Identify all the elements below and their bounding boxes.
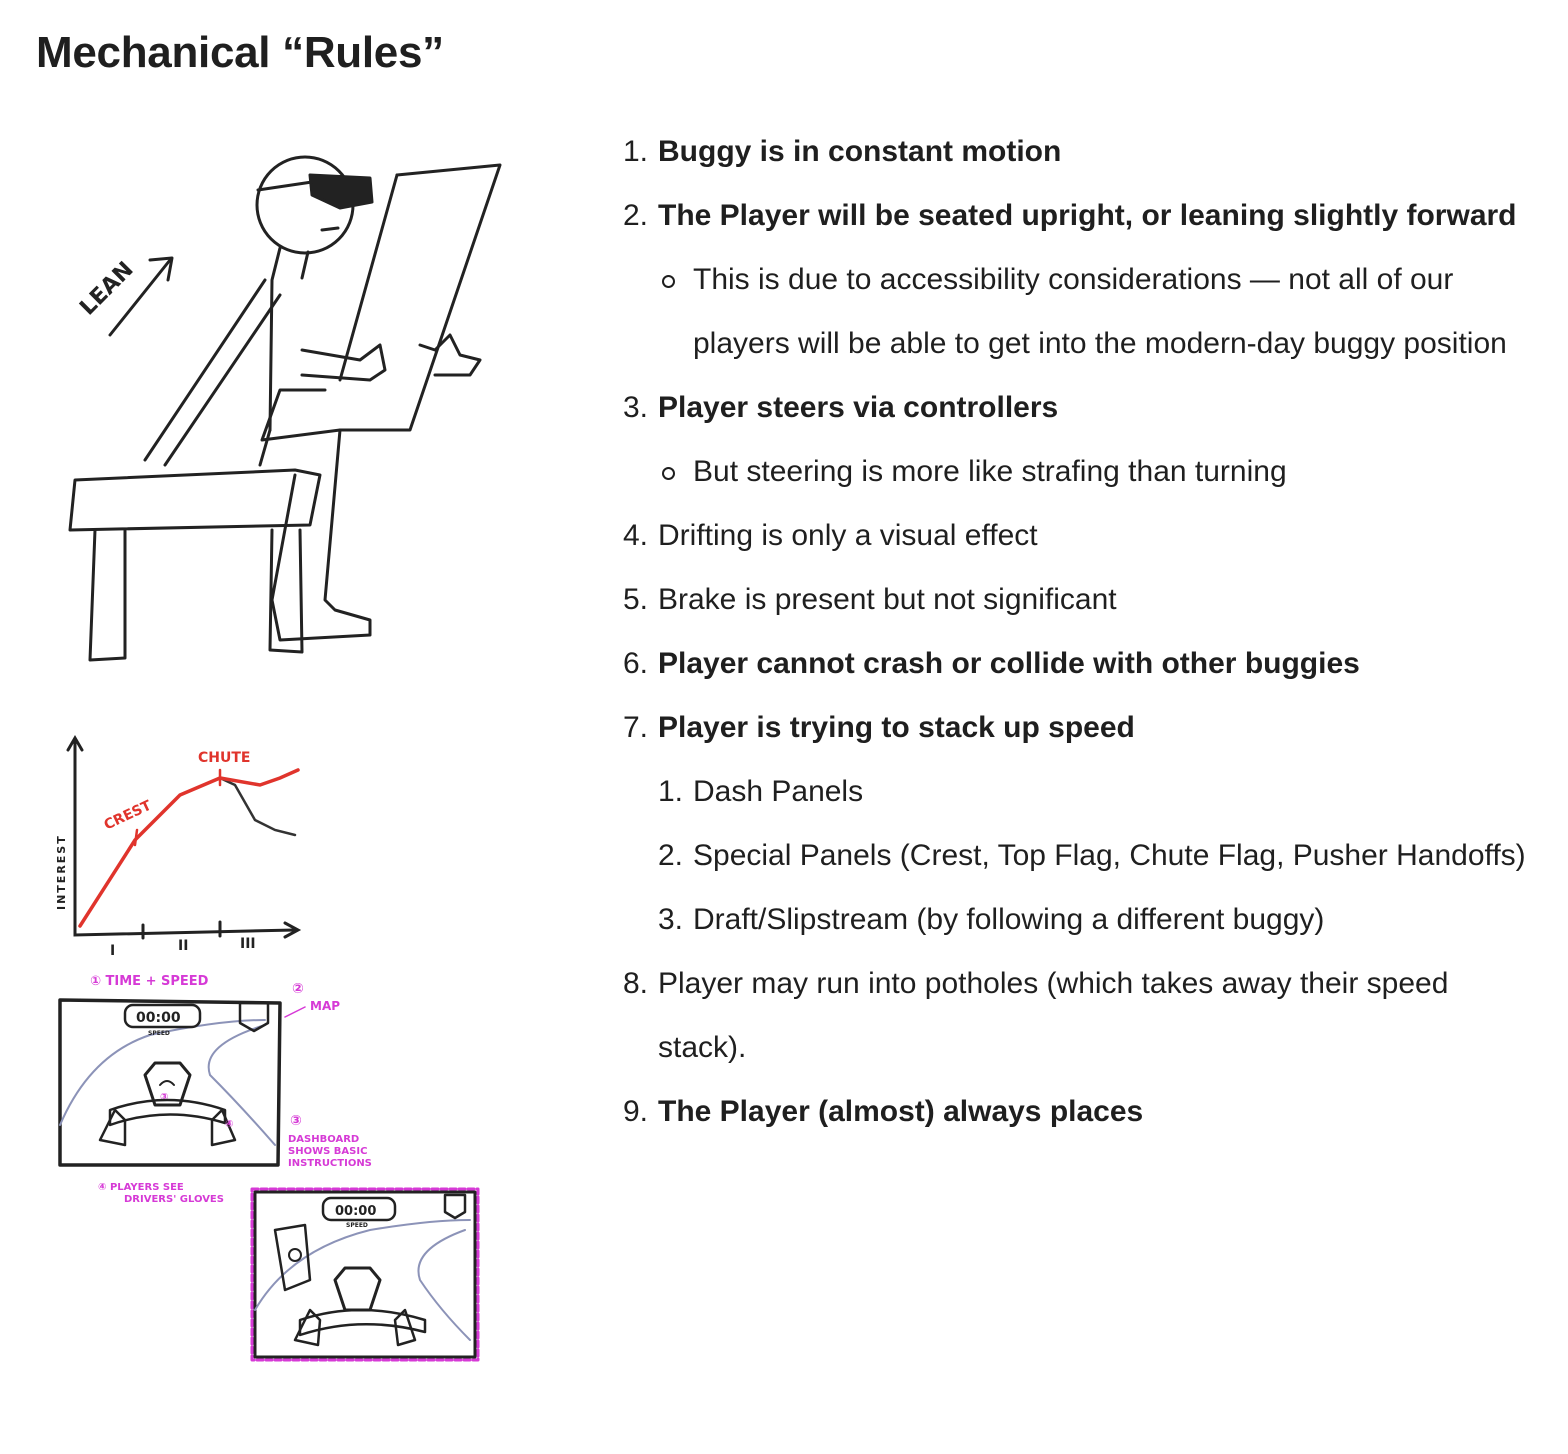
rule-8: 8. Player may run into potholes (which t…	[623, 952, 1533, 1080]
note-gloves-1: ④ PLAYERS SEE	[98, 1182, 184, 1193]
subitem-number: 2.	[658, 839, 684, 872]
subitem: 1. Dash Panels	[658, 760, 1533, 824]
interest-graph-sketch: CREST CHUTE INTEREST I II III	[55, 735, 302, 959]
rule-number: 8.	[623, 967, 649, 1000]
note-dashboard-2: SHOWS BASIC	[288, 1146, 367, 1157]
note-map: MAP	[310, 999, 340, 1013]
x-tick-2: II	[178, 938, 188, 954]
rule-number: 7.	[623, 711, 649, 744]
bullet-item: But steering is more like strafing than …	[658, 440, 1533, 504]
rule-number: 9.	[623, 1095, 649, 1128]
rule-7: 7. Player is trying to stack up speed 1.…	[623, 696, 1533, 952]
rule-number: 2.	[623, 199, 649, 232]
x-tick-3: III	[240, 936, 256, 952]
circle-bullet-icon	[662, 275, 675, 288]
chute-label: CHUTE	[198, 750, 250, 766]
rule-number: 5.	[623, 583, 649, 616]
rule-text: Player cannot crash or collide with othe…	[658, 647, 1360, 680]
rule-number: 4.	[623, 519, 649, 552]
dash2-timer: 00:00	[335, 1204, 376, 1219]
steering-wheel	[143, 1061, 192, 1107]
left-glove	[98, 1108, 127, 1147]
subitem: 2. Special Panels (Crest, Top Flag, Chut…	[658, 824, 1533, 888]
subitem-text: Special Panels (Crest, Top Flag, Chute F…	[693, 839, 1526, 872]
subitem-text: Draft/Slipstream (by following a differe…	[693, 903, 1325, 936]
rule-number: 6.	[623, 647, 649, 680]
rule-text: Player may run into potholes (which take…	[658, 967, 1449, 1064]
glove-number: ④	[225, 1119, 233, 1130]
bullet-item: This is due to accessibility considerati…	[658, 248, 1533, 376]
driver-figure	[273, 1223, 312, 1292]
rule-9: 9. The Player (almost) always places	[623, 1080, 1533, 1144]
page-title: Mechanical “Rules”	[36, 28, 444, 77]
rule-text: The Player (almost) always places	[658, 1095, 1144, 1128]
magenta-frame	[250, 1187, 480, 1362]
rule-number: 3.	[623, 391, 649, 424]
interest-axis-label: INTEREST	[55, 834, 68, 910]
rules-list: 1. Buggy is in constant motion 2. The Pl…	[623, 120, 1533, 1144]
rule-6: 6. Player cannot crash or collide with o…	[623, 632, 1533, 696]
note-gloves-2: DRIVERS' GLOVES	[124, 1194, 224, 1205]
vr-headset	[308, 173, 374, 210]
note-dashboard-number: ③	[290, 1113, 302, 1129]
rule-2: 2. The Player will be seated upright, or…	[623, 184, 1533, 376]
wheel-number: ③	[160, 1092, 168, 1103]
rule-text: Player steers via controllers	[658, 391, 1059, 424]
rule-7-subitems: 1. Dash Panels 2. Special Panels (Crest,…	[658, 760, 1533, 952]
dashboard-view-sketch: ① TIME + SPEED 00:00 SPEED ③ ④ ② MAP ③ D…	[58, 974, 372, 1205]
map-icon	[238, 1001, 270, 1033]
rule-3-bullets: But steering is more like strafing than …	[658, 440, 1533, 504]
circle-bullet-icon	[662, 467, 675, 480]
subitem-text: Dash Panels	[693, 775, 864, 808]
dash-speed-label: SPEED	[148, 1030, 170, 1037]
rule-number: 1.	[623, 135, 649, 168]
note-dashboard-3: INSTRUCTIONS	[288, 1158, 372, 1169]
note-time-speed: ① TIME + SPEED	[90, 974, 209, 989]
dashboard-driver-sketch: 00:00 SPEED	[250, 1187, 480, 1362]
bullet-text: But steering is more like strafing than …	[693, 455, 1287, 488]
note-dashboard-1: DASHBOARD	[288, 1134, 359, 1145]
seated-player-sketch: LEAN	[68, 155, 502, 662]
subitem: 3. Draft/Slipstream (by following a diff…	[658, 888, 1533, 952]
rule-text: Player is trying to stack up speed	[658, 711, 1135, 744]
rule-1: 1. Buggy is in constant motion	[623, 120, 1533, 184]
rule-text: The Player will be seated upright, or le…	[658, 199, 1517, 232]
rule-5: 5. Brake is present but not significant	[623, 568, 1533, 632]
rule-text: Brake is present but not significant	[658, 583, 1117, 616]
rule-4: 4. Drifting is only a visual effect	[623, 504, 1533, 568]
dash2-speed-label: SPEED	[346, 1222, 368, 1229]
subitem-number: 1.	[658, 775, 684, 808]
rule-text: Buggy is in constant motion	[658, 135, 1062, 168]
rule-2-bullets: This is due to accessibility considerati…	[658, 248, 1533, 376]
note-map-number: ②	[292, 981, 304, 997]
bullet-text: This is due to accessibility considerati…	[693, 263, 1507, 360]
x-tick-1: I	[110, 943, 115, 959]
rule-3: 3. Player steers via controllers But ste…	[623, 376, 1533, 504]
subitem-number: 3.	[658, 903, 684, 936]
dash-timer: 00:00	[136, 1010, 181, 1026]
dashboard-panel	[108, 1098, 227, 1127]
rule-text: Drifting is only a visual effect	[658, 519, 1038, 552]
right-glove	[210, 1108, 237, 1147]
